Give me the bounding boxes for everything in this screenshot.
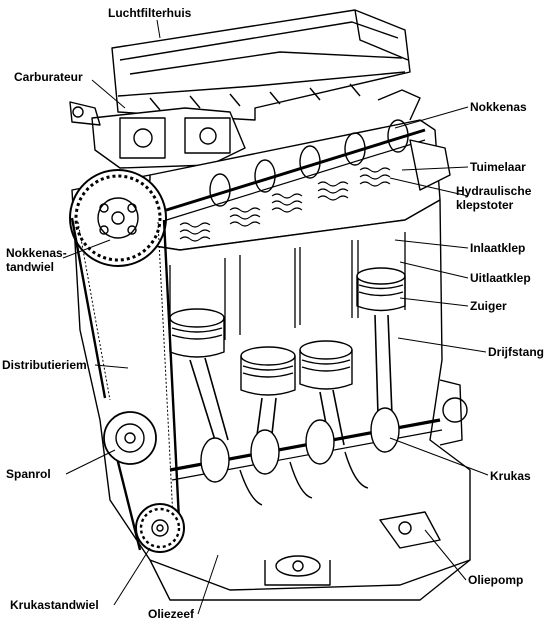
label-luchtfilterhuis: Luchtfilterhuis <box>108 6 192 20</box>
label-distributieriem: Distributieriem <box>2 358 87 372</box>
label-tuimelaar: Tuimelaar <box>470 160 526 174</box>
label-oliepomp: Oliepomp <box>468 573 524 587</box>
pistons <box>169 267 406 396</box>
crankshaft <box>169 407 443 506</box>
air-filter-housing <box>111 9 411 121</box>
label-carburateur: Carburateur <box>14 70 83 84</box>
label-spanrol: Spanrol <box>6 467 51 481</box>
label-hydraulische-klepstoter: Hydraulische klepstoter <box>456 184 532 212</box>
label-oliezeef: Oliezeef <box>148 607 195 621</box>
label-drijfstang: Drijfstang <box>488 345 545 359</box>
label-krukas: Krukas <box>490 469 531 483</box>
cylinder-head <box>147 89 451 251</box>
label-krukastandwiel: Krukastandwiel <box>10 598 99 612</box>
label-nokkenas: Nokkenas <box>470 100 527 114</box>
label-uitlaatklep: Uitlaatklep <box>470 271 531 285</box>
leader-lines <box>62 19 489 615</box>
carburettor <box>69 101 246 169</box>
label-zuiger: Zuiger <box>470 299 507 313</box>
label-nokkenastandwiel: Nokkenas- tandwiel <box>6 246 67 274</box>
label-inlaatklep: Inlaatklep <box>470 241 526 255</box>
